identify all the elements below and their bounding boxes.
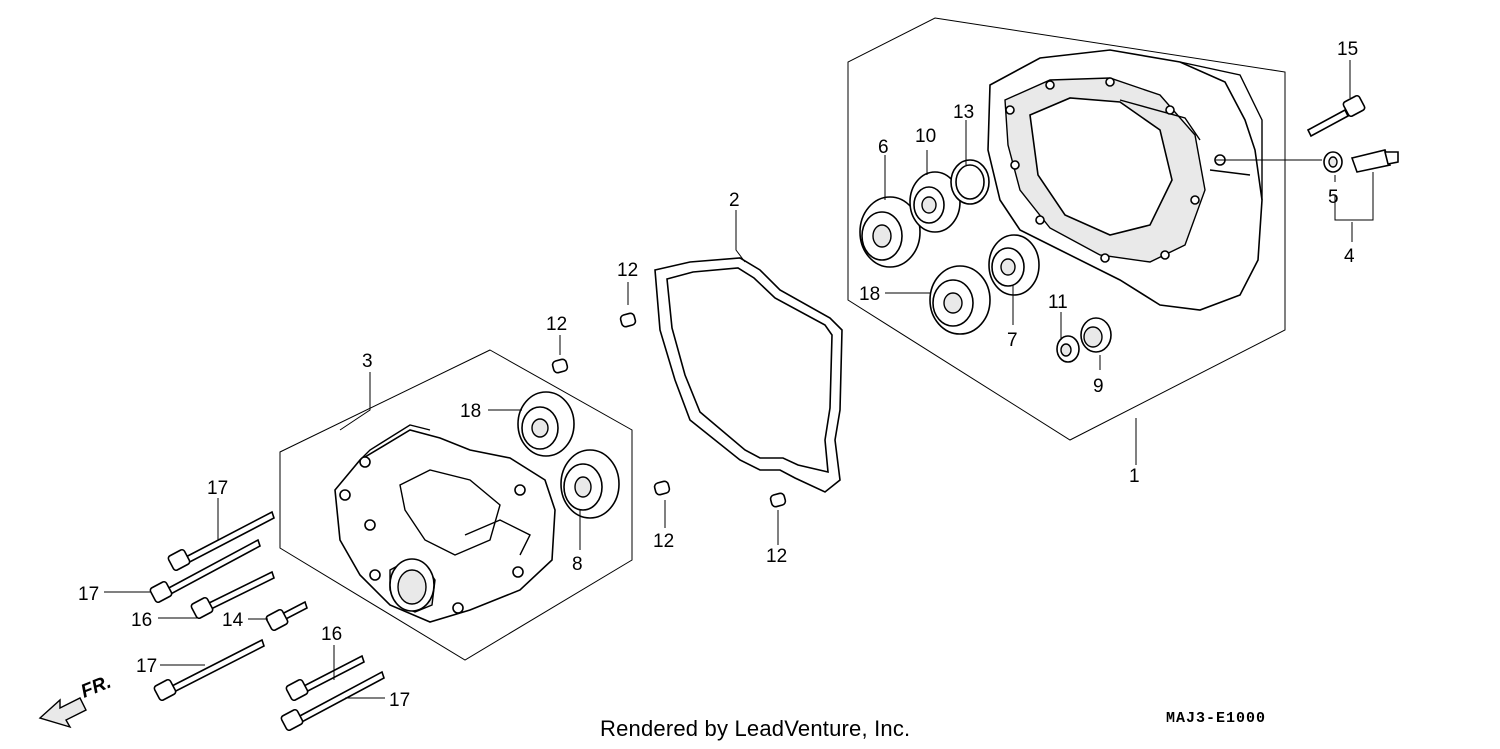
gasket [654,257,843,493]
bearing-6 [859,196,921,268]
bearing-10 [909,171,961,233]
callout-2: 2 [729,190,740,211]
front-cover-group-outline [279,349,633,661]
callout-16-b: 16 [321,624,342,645]
needle-bearing-9 [1080,317,1112,353]
callout-18-a: 18 [859,284,880,305]
callout-17-a: 17 [207,478,228,499]
callout-18-b: 18 [460,401,481,422]
callout-12-d: 12 [766,546,787,567]
bolt-15 [1306,94,1366,138]
callout-7: 7 [1007,330,1018,351]
front-arrow-icon: FR. [38,672,114,729]
callout-9: 9 [1093,376,1104,397]
diagram-code: MAJ3-E1000 [1166,710,1267,727]
callout-15: 15 [1337,39,1358,60]
callout-17-d: 17 [389,690,410,711]
render-credit: Rendered by LeadVenture, Inc. [600,716,911,741]
callout-4: 4 [1344,246,1355,267]
front-indicator-label: FR. [78,672,114,703]
snap-ring-13 [950,159,990,205]
callout-8: 8 [572,554,583,575]
callout-14: 14 [222,610,244,631]
washer-5 [1323,151,1343,173]
callout-16-a: 16 [131,610,152,631]
leader-lines [104,60,1374,699]
bolts-left [149,510,385,732]
callout-12-c: 12 [653,531,674,552]
callout-17-c: 17 [136,656,157,677]
bearing-8 [560,449,620,519]
bearing-11 [1056,335,1080,363]
front-cover [334,424,556,623]
callout-numbers: 1 2 3 4 5 6 7 8 9 10 11 12 12 12 12 13 1… [78,39,1358,711]
rear-case-group-outline [847,17,1286,441]
callout-12-b: 12 [546,314,567,335]
bearing-7 [988,234,1040,296]
switch-4 [1350,149,1399,173]
callout-1: 1 [1129,466,1140,487]
callout-6: 6 [878,137,889,158]
dowel-pins [551,312,787,508]
callout-17-b: 17 [78,584,99,605]
bearing-18-rear [929,265,991,335]
callout-10: 10 [915,126,936,147]
callout-12-a: 12 [617,260,638,281]
callout-11: 11 [1048,292,1068,313]
bearing-18-front [517,391,575,457]
callout-13: 13 [953,102,974,123]
callout-5: 5 [1328,187,1339,208]
callout-3: 3 [362,351,373,372]
rear-case [987,49,1263,311]
